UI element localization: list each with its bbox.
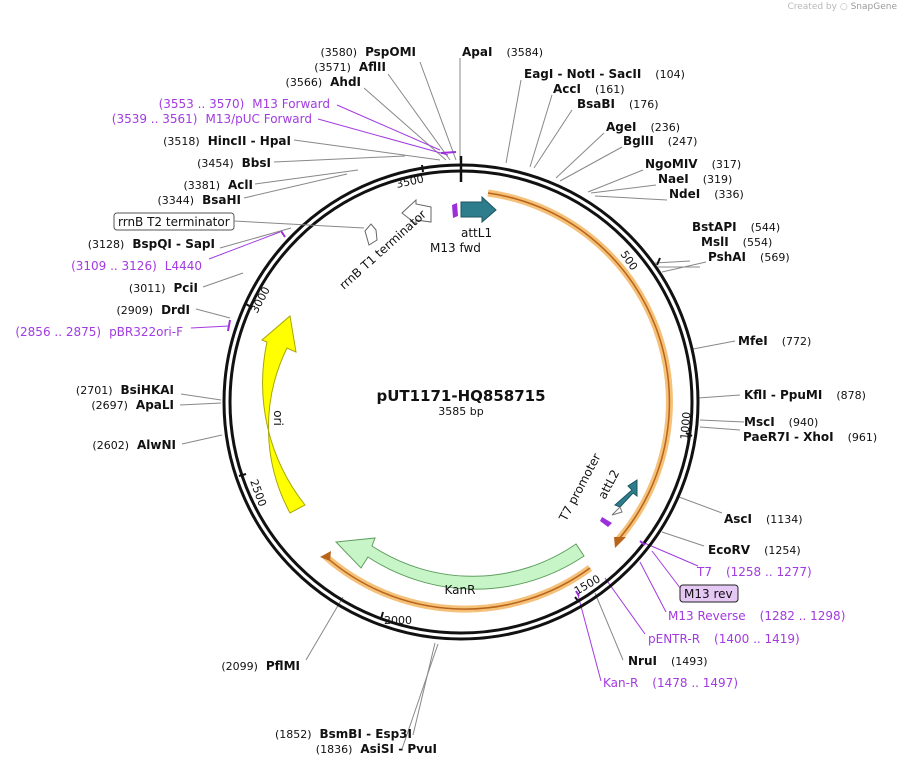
rrnb-t2-leader — [233, 220, 365, 229]
primer-m13-rev-box[interactable] — [679, 584, 739, 603]
primer-m13-rev[interactable]: M13 rev — [684, 587, 733, 601]
site-ndei[interactable]: NdeI(336) — [669, 187, 744, 201]
primer-m13-puc-forward[interactable]: (3539 .. 3561)M13/pUC Forward — [112, 112, 312, 126]
site-alwni[interactable]: (2602)AlwNI — [92, 438, 176, 452]
site-aflii[interactable]: (3571)AflII — [314, 60, 386, 74]
attl2-arrow[interactable] — [614, 479, 638, 508]
t7-promoter-arrow[interactable] — [611, 506, 623, 516]
primer-pentr-r[interactable]: pENTR-R(1400 .. 1419) — [648, 632, 800, 646]
site-asci[interactable]: AscI(1134) — [724, 512, 803, 526]
kanr-label: KanR — [445, 583, 476, 597]
primer-m13-reverse[interactable]: M13 Reverse(1282 .. 1298) — [668, 609, 845, 623]
tick-marks — [238, 164, 693, 620]
snapgene-brand: SnapGene — [850, 2, 897, 12]
tick-label-2000: 2000 — [384, 614, 412, 627]
site-apai[interactable]: ApaI(3584) — [462, 45, 543, 59]
site-hincii-hpai[interactable]: (3518)HincII - HpaI — [163, 134, 291, 148]
t7-primer-arrow[interactable] — [600, 517, 612, 527]
site-pshai[interactable]: PshAI(569) — [708, 250, 790, 264]
site-bglii[interactable]: BglII(247) — [623, 134, 697, 148]
primer-leader-lines — [190, 104, 699, 682]
site-acli[interactable]: (3381)AclI — [183, 178, 253, 192]
m13-fwd-arrow[interactable] — [452, 203, 458, 218]
primer-l4440[interactable]: (3109 .. 3126)L4440 — [71, 259, 202, 273]
site-ecorv[interactable]: EcoRV(1254) — [708, 543, 801, 557]
ori-label: ori — [271, 410, 285, 426]
attl1-label: attL1 — [461, 226, 492, 240]
site-ahdi[interactable]: (3566)AhdI — [286, 75, 361, 89]
attl1-arrow[interactable] — [460, 195, 497, 224]
rrnb-t2-arrow[interactable] — [364, 223, 378, 246]
tick-label-2500: 2500 — [247, 478, 269, 509]
site-msci[interactable]: MscI(940) — [744, 415, 818, 429]
site-pflmi[interactable]: (2099)PflMI — [221, 659, 300, 673]
site-mfei[interactable]: MfeI(772) — [738, 334, 811, 348]
site-bstapi[interactable]: BstAPI(544) — [692, 220, 780, 234]
t7-promoter-label: T7 promoter — [556, 451, 604, 524]
primer-pbr322ori-f[interactable]: (2856 .. 2875)pBR322ori-F — [15, 325, 183, 339]
site-acci[interactable]: AccI(161) — [553, 82, 625, 96]
site-pspomi[interactable]: (3580)PspOMI — [320, 45, 416, 59]
site-eagi-noti-sacii[interactable]: EagI - NotI - SacII(104) — [524, 67, 685, 81]
site-apali[interactable]: (2697)ApaLI — [91, 398, 174, 412]
created-by-snapgene: Created by ○ SnapGene — [787, 2, 897, 12]
site-nrui[interactable]: NruI(1493) — [628, 654, 708, 668]
site-leader-lines — [179, 58, 745, 750]
primer-kan-r[interactable]: Kan-R(1478 .. 1497) — [603, 676, 738, 690]
site-paer7i-xhoi[interactable]: PaeR7I - XhoI(961) — [743, 430, 877, 444]
insert-arc-bottom — [324, 555, 591, 610]
site-naei[interactable]: NaeI(319) — [658, 172, 732, 186]
m13-fwd-label: M13 fwd — [430, 241, 481, 255]
kanr-arrow[interactable] — [334, 537, 585, 590]
site-bspqi-sapi[interactable]: (3128)BspQI - SapI — [88, 237, 215, 251]
site-kfli-ppumi[interactable]: KflI - PpuMI(878) — [744, 388, 866, 402]
site-pcii[interactable]: (3011)PciI — [129, 281, 198, 295]
ori-arrow[interactable] — [261, 315, 306, 514]
insert-arrowhead-right — [614, 537, 626, 548]
site-agei[interactable]: AgeI(236) — [606, 120, 680, 134]
site-asisi-pvui[interactable]: (1836)AsiSI - PvuI — [316, 742, 437, 756]
rrnb-t1-label: rrnB T1 terminator — [337, 207, 429, 292]
plasmid-length: 3585 bp — [438, 405, 483, 418]
tick-label-3500: 3500 — [395, 172, 425, 191]
site-bsahi[interactable]: (3344)BsaHI — [158, 193, 241, 207]
insert-arrowhead-bottom — [320, 551, 331, 561]
rrnb-t2-label[interactable]: rrnB T2 terminator — [118, 215, 230, 229]
rrnb-t1-arrow[interactable] — [401, 198, 432, 226]
primer-m13-forward[interactable]: (3553 .. 3570)M13 Forward — [159, 97, 330, 111]
tick-label-1000: 1000 — [678, 411, 693, 440]
site-msli[interactable]: MslI(554) — [701, 235, 772, 249]
created-by-text: Created by — [787, 2, 837, 12]
site-ngomiv[interactable]: NgoMIV(317) — [645, 157, 741, 171]
insert-arc-right — [487, 192, 671, 541]
site-bsmbi-esp3i[interactable]: (1852)BsmBI - Esp3I — [275, 727, 412, 741]
plasmid-name: pUT1171-HQ858715 — [376, 387, 545, 405]
snapgene-logo-icon: ○ — [839, 2, 848, 12]
site-bbsi[interactable]: (3454)BbsI — [197, 156, 271, 170]
site-bsabi[interactable]: BsaBI(176) — [577, 97, 659, 111]
primer-marks — [227, 151, 646, 597]
primer-t7[interactable]: T7(1258 .. 1277) — [696, 565, 812, 579]
site-bsihkai[interactable]: (2701)BsiHKAI — [76, 383, 174, 397]
site-drdi[interactable]: (2909)DrdI — [116, 303, 190, 317]
attl2-label: attL2 — [595, 467, 622, 501]
